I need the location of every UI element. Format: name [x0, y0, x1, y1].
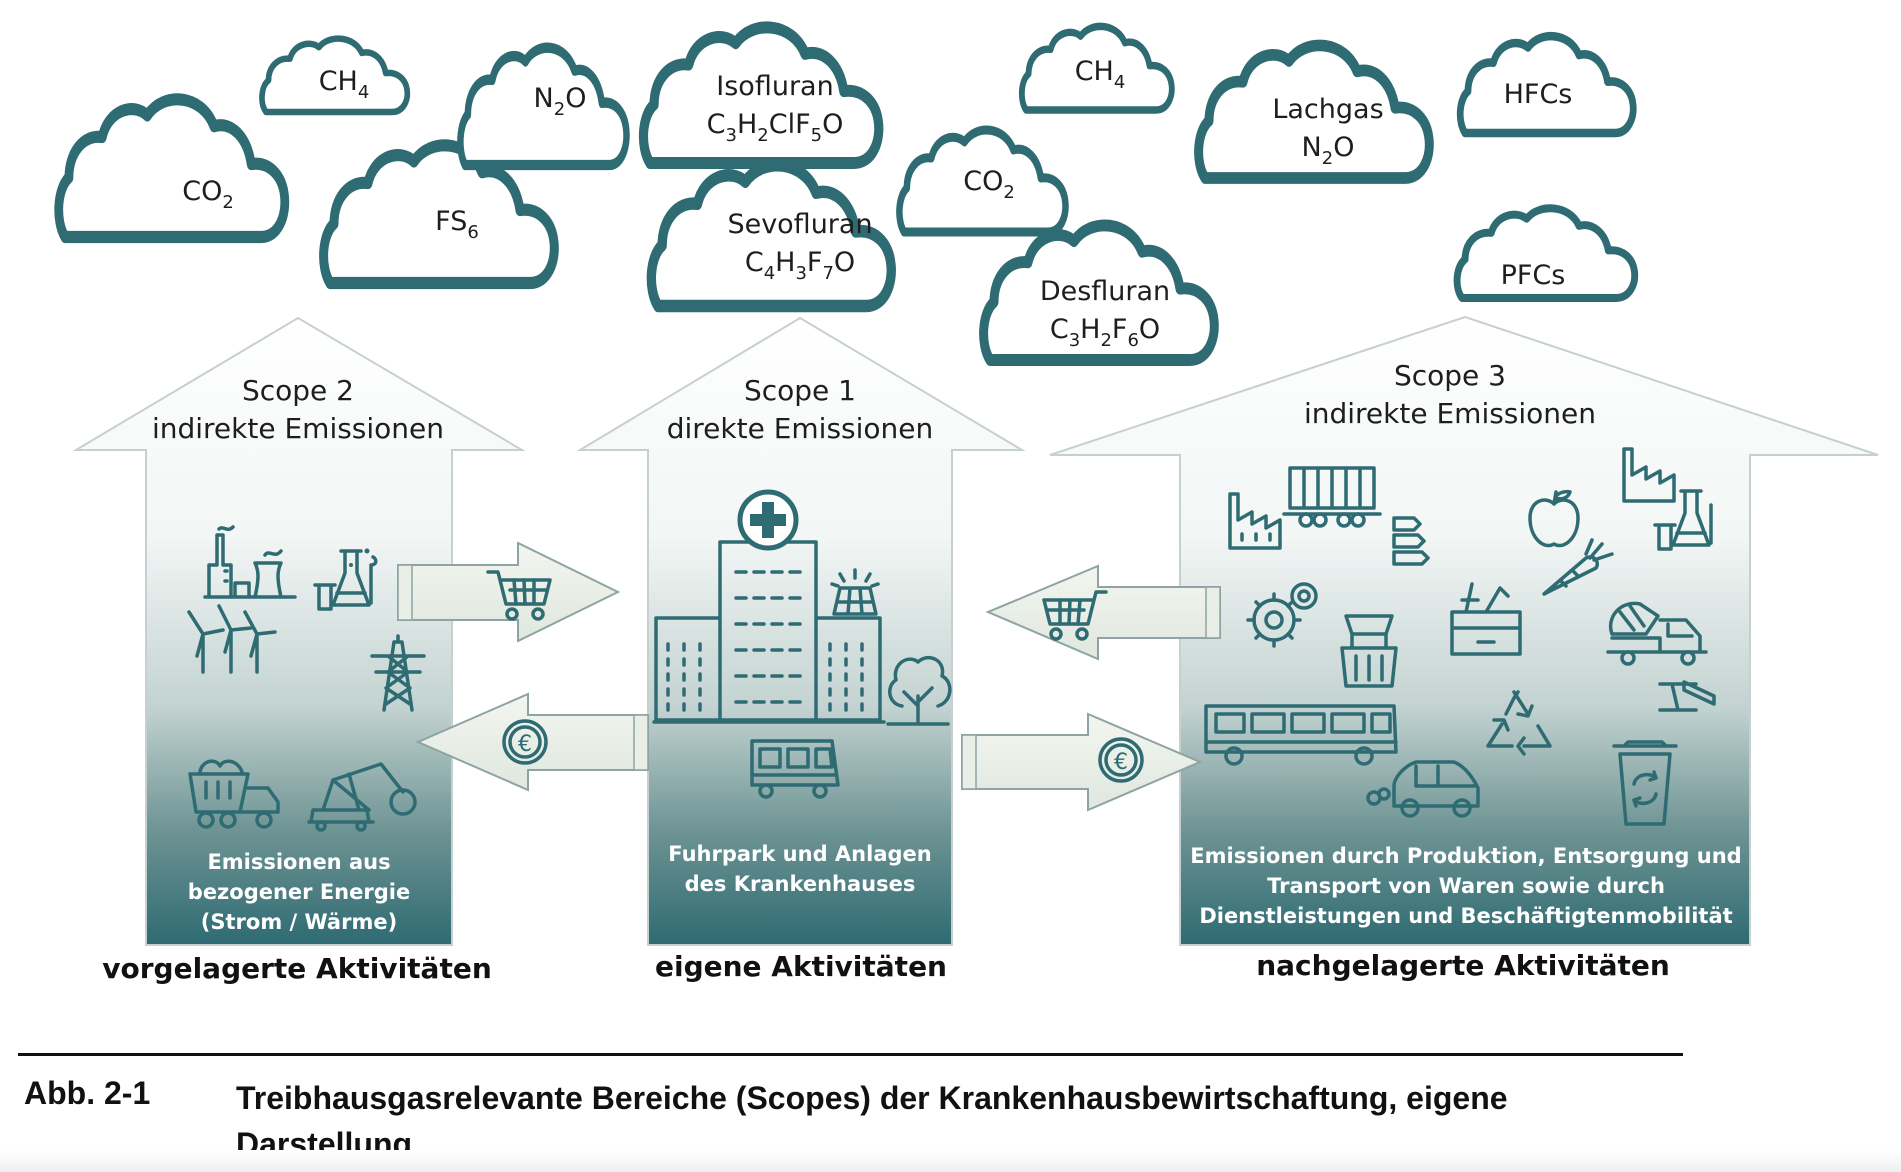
cloud-label-isofluran-line1: Isofluran: [716, 71, 833, 102]
scope1-title: Scope 1: [744, 374, 856, 407]
cloud-label-co2-right-line1: CO2: [963, 166, 1015, 203]
cloud-fs6: FS6: [324, 145, 555, 283]
power-pylon-icon: [370, 634, 426, 712]
medical-cross-icon: [737, 489, 799, 551]
cloud-co2-left: CO2: [59, 99, 285, 237]
energy-label-icon: [1392, 516, 1430, 566]
cloud-ch4-left: CH4: [262, 39, 407, 112]
solar-panel-icon: [830, 568, 880, 616]
cloud-label-sevofluran-line1: Sevofluran: [727, 209, 872, 240]
caption-divider: [18, 1053, 1683, 1056]
recycle-bin-icon: [1612, 740, 1678, 826]
scope1-description-line2: des Krankenhauses: [685, 872, 916, 896]
cloud-co2-right: CO2: [899, 130, 1065, 232]
hospital-building-icon: [652, 540, 886, 724]
cloud-pfcs: PFCs: [1457, 208, 1635, 298]
cloud-label-co2-left-line1: CO2: [182, 176, 234, 213]
car-icon: [1366, 760, 1480, 818]
coal-truck-icon: [188, 759, 280, 829]
cloud-label-isofluran-line2: C3H2ClF5O: [707, 109, 844, 146]
scope2-subtitle: indirekte Emissionen: [152, 412, 444, 445]
lab-flask-icon: [1653, 489, 1713, 551]
recycle-icon: [1486, 690, 1552, 756]
scope2-house: [72, 316, 526, 946]
cloud-label-hfcs-line1: HFCs: [1504, 79, 1573, 110]
scope3-description-line3: Dienstleistungen und Beschäftigtenmobili…: [1199, 904, 1732, 928]
scope2-description-line1: Emissionen aus: [207, 850, 390, 874]
shopping-cart-icon: [1042, 590, 1108, 641]
scope1-description-line1: Fuhrpark und Anlagen: [668, 842, 931, 866]
scope3-activity-label: nachgelagerte Aktivitäten: [1256, 949, 1670, 982]
payment-flow-arrow-left: €: [415, 692, 649, 792]
cement-truck-icon: [1606, 601, 1708, 666]
tree-icon: [886, 655, 952, 726]
cloud-label-pfcs-line1: PFCs: [1501, 260, 1566, 291]
excavator-icon: [307, 762, 417, 832]
cloud-label-ch4-left-line1: CH4: [319, 66, 370, 103]
euro-coin-icon: €: [1098, 737, 1144, 783]
cloud-label-ch4-right-line1: CH4: [1075, 56, 1126, 93]
payment-flow-arrow-right: €: [961, 712, 1203, 812]
cloud-label-n2o-line1: N2O: [534, 83, 587, 120]
cloud-label-fs6-line1: FS6: [435, 206, 479, 243]
page-bottom-edge: [0, 1150, 1901, 1172]
scope3-description-line1: Emissionen durch Produktion, Entsorgung …: [1190, 844, 1741, 868]
cloud-shape: [59, 99, 285, 237]
cloud-n2o: N2O: [460, 48, 626, 165]
scope1-activity-label: eigene Aktivitäten: [655, 950, 947, 983]
figure-number: Abb. 2-1: [24, 1075, 151, 1111]
factory-icon: [1228, 492, 1282, 550]
euro-symbol: €: [518, 732, 532, 757]
scope3-title: Scope 3: [1394, 359, 1506, 392]
scope2-activity-label: vorgelagerte Aktivitäten: [102, 952, 492, 985]
cloud-label-lachgas-line2: N2O: [1302, 132, 1355, 169]
lab-flask-icon: [313, 548, 378, 611]
scope2-title: Scope 2: [242, 374, 354, 407]
bus-icon: [1204, 704, 1398, 766]
scope1-subtitle: direkte Emissionen: [667, 412, 934, 445]
scope1-house: [576, 316, 1026, 946]
cloud-label-lachgas-line1: Lachgas: [1272, 94, 1383, 125]
shopping-cart-icon: [486, 570, 552, 621]
purchase-flow-arrow-right: [397, 541, 621, 643]
scope3-subtitle: indirekte Emissionen: [1304, 397, 1596, 430]
steel-beam-icon: [1658, 680, 1716, 712]
gears-icon: [1246, 582, 1318, 648]
power-plant-icon: [203, 525, 297, 599]
cloud-label-desfluran-line2: C3H2F6O: [1050, 314, 1160, 351]
freight-wagon-icon: [1282, 466, 1382, 528]
wind-turbine-icon: [187, 604, 277, 674]
cloud-label-desfluran-line1: Desfluran: [1040, 276, 1170, 307]
scope3-house: [1049, 315, 1879, 946]
figure-caption: Treibhausgasrelevante Bereiche (Scopes) …: [236, 1080, 1508, 1162]
euro-coin-icon: €: [502, 719, 548, 765]
apple-icon: [1528, 489, 1580, 548]
cloud-hfcs: HFCs: [1460, 36, 1633, 133]
scope2-description-line2: bezogener Energie: [188, 880, 410, 904]
factory-icon: [1622, 447, 1676, 503]
cloud-ch4-right: CH4: [1022, 26, 1172, 110]
scope2-description-line3: (Strom / Wärme): [201, 910, 397, 934]
bus-icon: [750, 739, 840, 799]
euro-symbol: €: [1114, 750, 1128, 775]
purchase-flow-arrow-left: [985, 564, 1221, 661]
toolbox-icon: [1450, 582, 1522, 656]
cloud-label-sevofluran-line2: C4H3F7O: [745, 247, 855, 284]
carrot-icon: [1542, 538, 1614, 596]
grinder-icon: [1340, 614, 1398, 688]
scope3-description-line2: Transport von Waren sowie durch: [1267, 874, 1665, 898]
